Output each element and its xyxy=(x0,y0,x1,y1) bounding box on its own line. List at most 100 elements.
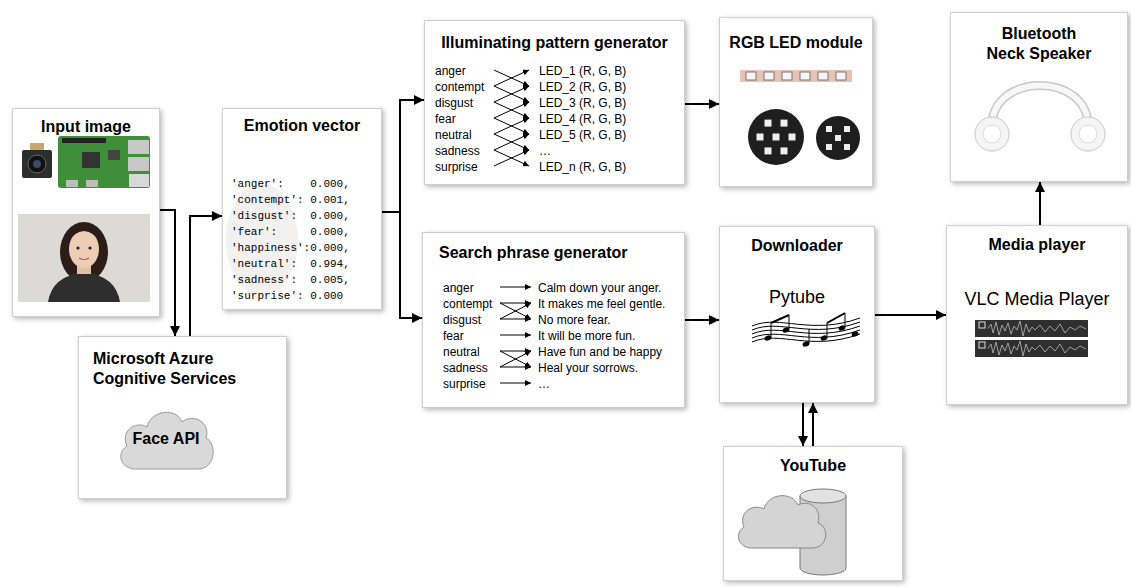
eye xyxy=(88,246,91,249)
led-chip xyxy=(746,72,756,80)
neck-band-outline xyxy=(992,86,1088,127)
emotion-score: 'sadness': 0.005, xyxy=(231,272,381,288)
emotion-name: anger xyxy=(443,280,499,296)
note-stem xyxy=(771,323,772,337)
text-group: 'anger': 0.000,'contempt': 0.001,'disgus… xyxy=(231,176,381,304)
ring-pcb xyxy=(816,116,860,160)
media-player-box: Media playerVLC Media Player xyxy=(946,225,1128,405)
youtube-box: YouTube xyxy=(723,446,903,581)
text-group: angercontemptdisgustfearneutralsadnesssu… xyxy=(443,280,684,392)
search-phrase: It will be more fun. xyxy=(538,328,665,344)
led-chip xyxy=(818,72,828,80)
neck-speaker-icon xyxy=(975,86,1105,152)
emotion-score: 'neutral': 0.994, xyxy=(231,256,381,272)
led-ring-board xyxy=(748,109,860,165)
track-marker xyxy=(979,322,985,328)
pattern-generator-box: Illuminating pattern generator angerconte… xyxy=(424,20,685,185)
ring-pcb xyxy=(748,109,804,165)
note-stem xyxy=(789,315,790,329)
ethernet-port xyxy=(129,174,149,187)
emotion-vector-box: Emotion vector 'anger': 0.000,'contempt':… xyxy=(222,108,382,310)
led-chip xyxy=(826,144,832,150)
note-stem xyxy=(827,323,828,337)
box-title: Emotion vector xyxy=(223,116,381,136)
emotion-name: disgust xyxy=(443,312,499,328)
text-group: Input image xyxy=(13,117,159,137)
mapping-arrow xyxy=(494,118,529,134)
camera-module xyxy=(22,143,52,178)
cloud-label: Face API xyxy=(133,429,200,449)
text-group: Illuminating pattern generator xyxy=(425,33,684,53)
led-chip xyxy=(844,126,850,132)
emotion-name: neutral xyxy=(435,127,493,143)
box-title: Search phrase generator xyxy=(439,243,684,263)
cpu-chip xyxy=(82,152,100,168)
emotion-name: anger xyxy=(435,63,493,79)
track-bar xyxy=(975,340,1088,357)
text-group: VLC Media Player xyxy=(947,288,1127,310)
mapping-arrow xyxy=(494,150,529,166)
text-group: Microsoft Azure Cognitive Services xyxy=(93,349,263,389)
emotion-score: 'contempt': 0.001, xyxy=(231,192,381,208)
cloud-shape xyxy=(121,412,213,469)
search-phrase: It makes me feel gentle. xyxy=(538,296,665,312)
flow-arrow xyxy=(685,103,719,105)
text-group: Search phrase generator xyxy=(439,243,684,263)
text-column: angercontemptdisgustfearneutralsadnesssu… xyxy=(435,63,493,175)
staff-line xyxy=(752,318,860,326)
mouth xyxy=(79,258,89,260)
search-phrase: Have fun and be happy xyxy=(538,344,665,360)
mapping-arrow xyxy=(494,86,529,102)
led-chip xyxy=(765,147,772,154)
led-module-box: RGB LED module xyxy=(719,17,873,187)
gpio-header xyxy=(62,138,106,143)
mapping-arrow xyxy=(500,367,531,368)
led-chip xyxy=(789,134,796,141)
note-beam xyxy=(771,315,789,323)
led-channel: LED_4 (R, G, B) xyxy=(539,111,626,127)
led-chip xyxy=(836,72,846,80)
led-strip xyxy=(740,70,852,82)
flow-arrow xyxy=(812,403,814,446)
led-chip xyxy=(773,134,780,141)
downloader-box: DownloaderPytube xyxy=(719,226,875,403)
hdmi-port xyxy=(86,180,98,187)
emotion-score: 'disgust': 0.000, xyxy=(231,208,381,224)
wave-line xyxy=(988,321,1086,336)
emotion-name: contempt xyxy=(435,79,493,95)
mapping-arrow xyxy=(494,86,529,102)
emotion-score: 'surprise': 0.000 xyxy=(231,288,381,304)
track-bar xyxy=(975,320,1088,337)
led-chip xyxy=(765,120,772,127)
mapping-arrow xyxy=(494,118,529,134)
speaker-unit xyxy=(975,117,1009,151)
text-group: Downloader xyxy=(720,236,874,256)
text-group: Emotion vector xyxy=(223,116,381,136)
note-beam xyxy=(827,313,845,323)
mapping-arrow xyxy=(500,351,531,352)
led-chip xyxy=(844,144,850,150)
text-group: RGB LED module xyxy=(720,33,872,53)
staff-line xyxy=(752,334,860,342)
neck-band xyxy=(992,86,1088,127)
clothing xyxy=(48,272,120,302)
led-channel: LED_1 (R, G, B) xyxy=(539,63,626,79)
box-title: Illuminating pattern generator xyxy=(425,33,684,53)
raspberry-pi-board xyxy=(58,136,150,188)
flow-arrow xyxy=(382,100,424,212)
search-phrase: Heal your sorrows. xyxy=(538,360,665,376)
usb-port xyxy=(128,157,149,171)
search-phrase: No more fear. xyxy=(538,312,665,328)
face xyxy=(69,230,99,268)
photo-background xyxy=(18,214,150,302)
flow-arrow xyxy=(685,319,719,321)
text-group: Media player xyxy=(947,235,1127,255)
text-column: LED_1 (R, G, B)LED_2 (R, G, B)LED_3 (R, … xyxy=(539,63,626,175)
mapping-arrow xyxy=(494,70,529,86)
led-chip xyxy=(757,134,764,141)
mapping-arrow xyxy=(494,102,529,118)
wave-line xyxy=(988,341,1086,356)
ribbon-cable xyxy=(30,143,44,151)
text-column: angercontemptdisgustfearneutralsadnesssu… xyxy=(443,280,499,392)
mapping-arrow xyxy=(500,287,531,288)
